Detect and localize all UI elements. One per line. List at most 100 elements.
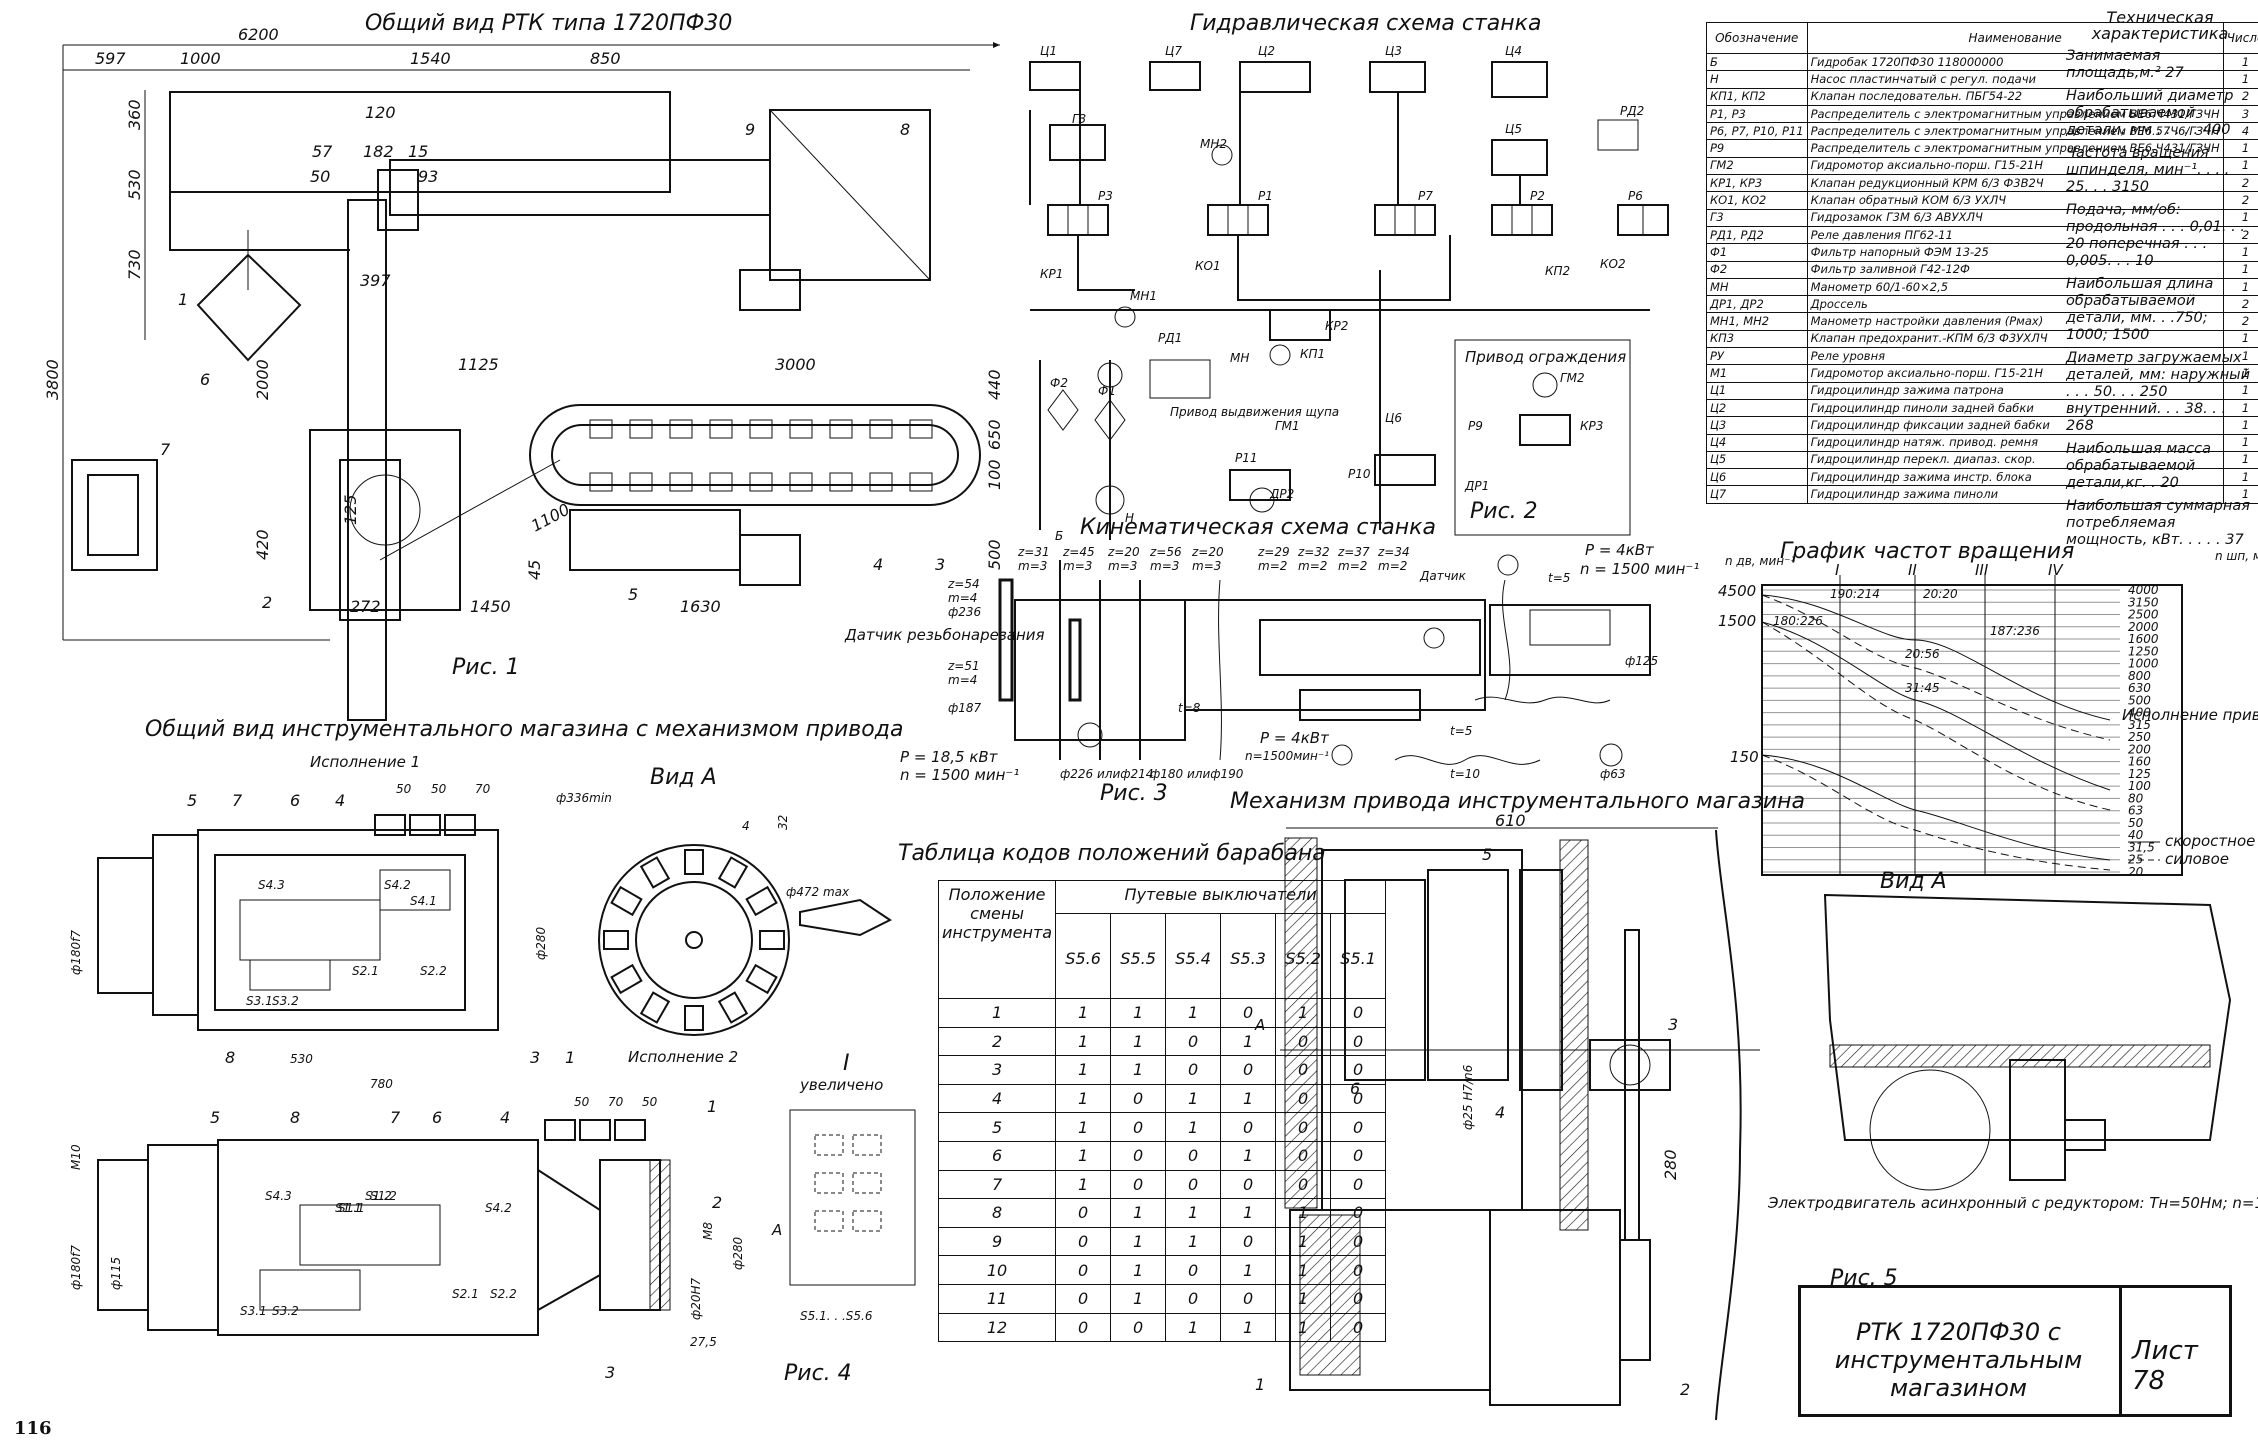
f4-dim-280a: ф280 bbox=[534, 926, 548, 960]
drum-slot bbox=[717, 856, 749, 889]
lbl-КП1: КП1 bbox=[1300, 347, 1325, 361]
dim-120: 120 bbox=[365, 103, 396, 122]
code-switch-value: 0 bbox=[1220, 1283, 1277, 1314]
detail-switch bbox=[852, 1172, 882, 1194]
f4-dim-70b: 70 bbox=[608, 1095, 624, 1109]
dim-500: 500 bbox=[985, 539, 1004, 570]
dim-850: 850 bbox=[590, 49, 621, 68]
code-switch-value: 1 bbox=[1220, 1140, 1277, 1171]
dim-360: 360 bbox=[125, 99, 144, 130]
lbl-Ц6: Ц6 bbox=[1385, 411, 1402, 425]
drum-slot bbox=[745, 885, 778, 917]
lbl-Р2: Р2 bbox=[1530, 189, 1545, 203]
code-position: 6 bbox=[937, 1140, 1057, 1171]
kin-d180: ф180 илиф190 bbox=[1150, 767, 1244, 781]
spec-designation: Ф1 bbox=[1706, 243, 1808, 262]
code-switch-value: 0 bbox=[1330, 1226, 1387, 1257]
f4-c-5a: 5 bbox=[187, 791, 197, 810]
spec-name: Гидроцилиндр зажима пиноли bbox=[1806, 485, 2224, 504]
code-switch-value: 0 bbox=[1220, 1226, 1277, 1257]
spec-designation: ГМ2 bbox=[1706, 156, 1808, 176]
spec-name: Гидроцилиндр перекл. диапаз. скор. bbox=[1806, 450, 2224, 470]
code-switch-value: 0 bbox=[1330, 1169, 1387, 1200]
spindle-speed-label: 2500 bbox=[2128, 608, 2159, 622]
f4-dim-70: 70 bbox=[475, 782, 491, 796]
kin-m2b: m=2 bbox=[1298, 559, 1327, 573]
lbl-ДР2: ДР2 bbox=[1269, 487, 1294, 501]
kin-m3d: m=3 bbox=[1150, 559, 1179, 573]
f5-c-1: 1 bbox=[1255, 1375, 1265, 1394]
spindle-speed-grid: 4000315025002000160012501000800630500400… bbox=[1762, 583, 2159, 879]
kin-z54: z=54 bbox=[947, 577, 980, 591]
code-switch-header: S5.4 bbox=[1165, 913, 1222, 999]
code-switch-value: 1 bbox=[1165, 1112, 1222, 1142]
drum-slot bbox=[684, 849, 704, 875]
spec-designation: Ц1 bbox=[1706, 381, 1808, 400]
kin-m2c: m=2 bbox=[1338, 559, 1367, 573]
fig5-title: Механизм привода инструментального магаз… bbox=[1230, 789, 1805, 814]
code-switch-value: 1 bbox=[1275, 1283, 1332, 1314]
code-position: 11 bbox=[937, 1283, 1057, 1314]
spindle-speed-label: 125 bbox=[2128, 767, 2151, 781]
lbl-Б: Б bbox=[1055, 529, 1063, 543]
sw-S2.1b: S2.1 bbox=[452, 1287, 479, 1301]
drum-tool-slots bbox=[603, 849, 785, 1031]
detail-switch bbox=[814, 1134, 844, 1156]
callout-4: 4 bbox=[873, 555, 883, 574]
code-switch-value: 1 bbox=[1275, 1312, 1332, 1343]
code-switch-value: 0 bbox=[1330, 1026, 1387, 1057]
fig3-caption: Рис. 3 bbox=[1100, 781, 1168, 806]
spindle-speed-label: 1250 bbox=[2128, 644, 2159, 658]
lbl-Р1: Р1 bbox=[1258, 189, 1273, 203]
lbl-Ц3: Ц3 bbox=[1385, 44, 1402, 58]
kin-z56: z=56 bbox=[1149, 545, 1182, 559]
f4-dim-780: 780 bbox=[370, 1077, 393, 1091]
code-switch-value: 0 bbox=[1275, 1140, 1332, 1171]
f4-c-3b: 3 bbox=[605, 1363, 615, 1382]
f4-c-2b: 2 bbox=[712, 1193, 722, 1212]
f4-dim-20h7: ф20H7 bbox=[689, 1277, 703, 1320]
kin-m3a: m=3 bbox=[1018, 559, 1047, 573]
tech-heading: Техническая характеристика bbox=[2091, 8, 2229, 43]
code-switch-value: 0 bbox=[1330, 1255, 1387, 1285]
code-switch-value: 0 bbox=[1275, 1112, 1332, 1142]
drum-slot bbox=[639, 991, 671, 1024]
legend-fast: скоростное bbox=[2165, 832, 2255, 850]
legend-power: силовое bbox=[2165, 850, 2229, 868]
sw-S2.1a: S2.1 bbox=[352, 964, 379, 978]
f4-c-6b: 6 bbox=[432, 1108, 442, 1127]
f4-c-6a: 6 bbox=[290, 791, 300, 810]
f4-c-8a: 8 bbox=[225, 1048, 235, 1067]
f4-dim-180f7a: ф180f7 bbox=[69, 930, 83, 975]
dim-440: 440 bbox=[985, 369, 1004, 400]
f4-dim-m8: М8 bbox=[701, 1222, 715, 1240]
note-probe-drive: Привод выдвижения щупа bbox=[1170, 405, 1339, 419]
spindle-speed-label: 500 bbox=[2128, 693, 2151, 707]
tech-item: Наибольшая масса обрабатываемой детали,к… bbox=[2066, 441, 2211, 491]
code-switch-value: 0 bbox=[1165, 1255, 1222, 1285]
code-switch-value: 0 bbox=[1330, 998, 1387, 1028]
fig1-title: Общий вид РТК типа 1720ПФ30 bbox=[365, 11, 732, 36]
dim-182: 182 bbox=[363, 142, 394, 161]
dim-397: 397 bbox=[360, 271, 391, 290]
ratio-20-56: 20:56 bbox=[1905, 647, 1940, 661]
code-switch-value: 1 bbox=[1220, 1083, 1277, 1114]
spec-designation: ДР1, ДР2 bbox=[1706, 295, 1808, 314]
title-block-name: РТК 1720ПФ30 с инструментальным магазино… bbox=[1834, 1318, 2083, 1402]
legend-title: Исполнение привода главного движения: bbox=[2122, 706, 2258, 724]
lbl-МН2: МН2 bbox=[1200, 137, 1227, 151]
speed-chart-ylabel: n дв, мин⁻¹ bbox=[1725, 554, 1795, 568]
code-switch-value: 0 bbox=[1275, 1169, 1332, 1200]
f4-dim-27-5: 27,5 bbox=[690, 1335, 717, 1349]
spec-designation: Ф2 bbox=[1706, 260, 1808, 279]
dim-2000: 2000 bbox=[253, 359, 272, 400]
code-switch-value: 1 bbox=[1220, 1312, 1277, 1343]
f4-c-4a: 4 bbox=[335, 791, 345, 810]
